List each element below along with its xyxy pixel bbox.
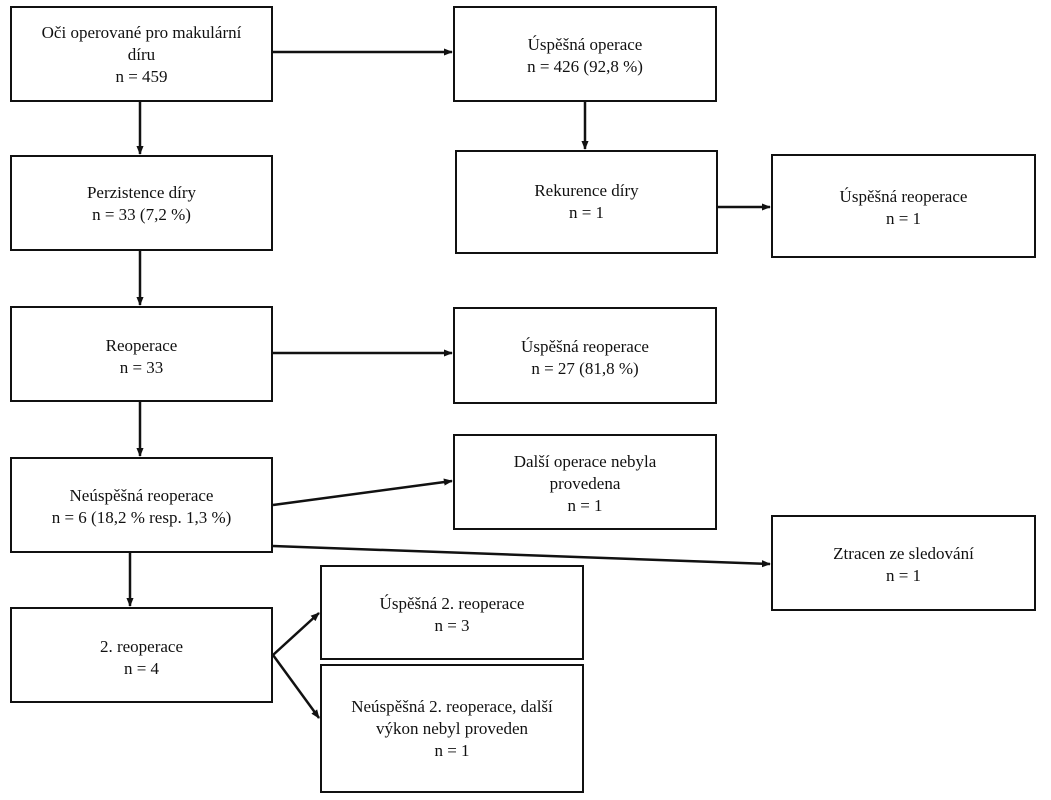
node-label: Úspěšná reoperace [839,187,968,206]
arrow-second-reoperation-to-unsuccessful-second-reoperation [271,654,321,719]
node-count: n = 4 [123,659,160,678]
node-count: n = 1 [885,209,922,228]
node-no-further-operation: Další operace nebyla provedena n = 1 [453,434,717,530]
node-label: Oči operované pro makulární [41,23,242,42]
node-count: n = 426 (92,8 %) [527,57,643,76]
node-unsuccessful-reoperation: Neúspěšná reoperace n = 6 (18,2 % resp. … [10,457,273,553]
node-count: n = 33 (7,2 %) [92,205,191,224]
node-count: n = 1 [885,566,922,585]
node-unsuccessful-second-reoperation-text: Neúspěšná 2. reoperace, další výkon neby… [322,696,582,762]
node-successful-reoperation: Úspěšná reoperace n = 27 (81,8 %) [453,307,717,404]
node-successful-operation: Úspěšná operace n = 426 (92,8 %) [453,6,717,102]
node-recurrence-successful-reoperation-text: Úspěšná reoperace n = 1 [773,186,1034,230]
node-label: Perzistence díry [86,183,197,202]
node-count: n = 459 [115,67,168,86]
node-hole-persistence: Perzistence díry n = 33 (7,2 %) [10,155,273,251]
node-lost-to-follow-up-text: Ztracen ze sledování n = 1 [773,543,1034,587]
node-count: n = 1 [567,496,603,515]
node-label: provedena [549,474,621,493]
node-successful-second-reoperation-text: Úspěšná 2. reoperace n = 3 [322,593,582,637]
node-label: Ztracen ze sledování [833,544,974,563]
arrow-unsuccessful-reoperation-to-no-further-operation [272,478,453,507]
node-label: výkon nebyl proveden [375,719,529,738]
node-successful-reoperation-text: Úspěšná reoperace n = 27 (81,8 %) [455,336,715,380]
node-second-reoperation-text: 2. reoperace n = 4 [12,636,271,680]
node-count: n = 1 [568,203,605,222]
node-label: Úspěšná reoperace [521,337,649,356]
node-recurrence-successful-reoperation: Úspěšná reoperace n = 1 [771,154,1036,258]
node-eyes-operated-text: Oči operované pro makulární díru n = 459 [12,22,271,88]
node-label: Neúspěšná 2. reoperace, další [351,697,553,716]
arrow-second-reoperation-to-successful-second-reoperation [272,612,320,656]
node-unsuccessful-reoperation-text: Neúspěšná reoperace n = 6 (18,2 % resp. … [12,485,271,529]
node-reoperation-text: Reoperace n = 33 [12,335,271,379]
node-label: Úspěšná 2. reoperace [379,594,525,613]
node-label: díru [127,45,156,64]
node-unsuccessful-second-reoperation: Neúspěšná 2. reoperace, další výkon neby… [320,664,584,793]
node-label: Neúspěšná reoperace [69,486,214,505]
node-count: n = 1 [434,741,470,760]
arrow-unsuccessful-reoperation-to-lost-to-follow-up [272,544,771,568]
node-label: 2. reoperace [99,637,184,656]
node-count: n = 6 (18,2 % resp. 1,3 %) [51,508,232,527]
node-eyes-operated: Oči operované pro makulární díru n = 459 [10,6,273,102]
node-count: n = 33 [119,358,164,377]
node-hole-recurrence: Rekurence díry n = 1 [455,150,718,254]
node-reoperation: Reoperace n = 33 [10,306,273,402]
node-hole-persistence-text: Perzistence díry n = 33 (7,2 %) [12,182,271,226]
node-no-further-operation-text: Další operace nebyla provedena n = 1 [455,451,715,517]
node-successful-second-reoperation: Úspěšná 2. reoperace n = 3 [320,565,584,660]
node-label: Rekurence díry [534,181,639,200]
node-hole-recurrence-text: Rekurence díry n = 1 [457,180,716,224]
node-successful-operation-text: Úspěšná operace n = 426 (92,8 %) [455,34,715,78]
node-count: n = 27 (81,8 %) [531,359,639,378]
node-label: Reoperace [105,336,178,355]
node-label: Úspěšná operace [527,35,643,54]
node-count: n = 3 [434,616,470,635]
node-lost-to-follow-up: Ztracen ze sledování n = 1 [771,515,1036,611]
node-second-reoperation: 2. reoperace n = 4 [10,607,273,703]
node-label: Další operace nebyla [513,452,657,471]
